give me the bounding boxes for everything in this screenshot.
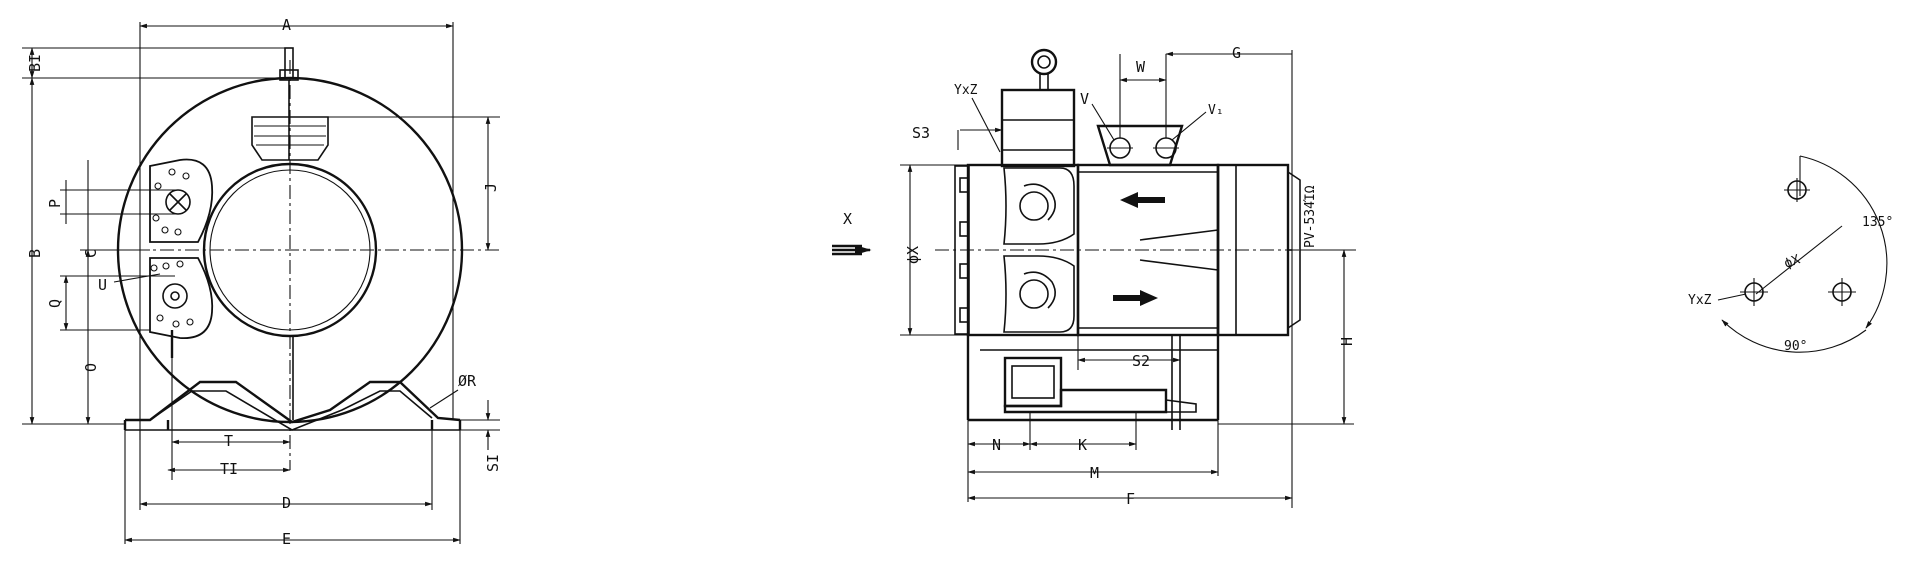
- dim-M: M: [1090, 464, 1099, 482]
- dim-Q: Q: [46, 299, 64, 308]
- side-view: X: [832, 44, 1360, 508]
- dim-YxZ-side: YxZ: [954, 83, 978, 98]
- dim-S1: SI: [484, 454, 502, 472]
- dim-B1: BI: [26, 54, 44, 72]
- terminal-plate: [149, 158, 214, 339]
- x-direction-arrow: X: [832, 210, 872, 256]
- dim-E: E: [282, 530, 291, 548]
- dim-G: G: [1232, 44, 1241, 62]
- front-view: A BI B C O P Q U J ØR: [22, 16, 502, 548]
- base-frame: [123, 380, 462, 431]
- junction-box: [1000, 48, 1076, 168]
- side-base: [966, 335, 1220, 430]
- angle-90: 90°: [1784, 339, 1807, 354]
- dim-P: P: [46, 199, 64, 208]
- dim-K: K: [1078, 436, 1087, 454]
- dim-S2: S2: [1132, 352, 1150, 370]
- model-number: PV-534ΊΩ: [1303, 185, 1318, 248]
- angle-135: 135°: [1862, 215, 1893, 230]
- dim-J: J: [482, 183, 500, 192]
- dim-V1: V₁: [1208, 103, 1224, 118]
- dim-D: D: [282, 494, 291, 512]
- dim-B: B: [26, 249, 44, 258]
- dim-O: O: [82, 363, 100, 372]
- dim-YxZ-flange: YxZ: [1688, 293, 1712, 308]
- dim-X-direction: X: [843, 210, 852, 228]
- dim-R: ØR: [458, 372, 477, 390]
- dim-phiX-side: ϕX: [904, 246, 922, 264]
- dim-F: F: [1126, 490, 1135, 508]
- dim-V: V: [1080, 90, 1089, 108]
- dim-C: C: [82, 249, 100, 258]
- dim-T: T: [224, 432, 233, 450]
- dim-W: W: [1136, 58, 1146, 76]
- dim-N: N: [992, 436, 1001, 454]
- dim-H: H: [1338, 337, 1356, 346]
- dim-U: U: [98, 276, 107, 294]
- flange-view: YxZ ϕX 135° 90°: [1688, 155, 1893, 354]
- top-bolt: [279, 47, 299, 81]
- dim-S3: S3: [912, 124, 930, 142]
- discharge-ports: [1096, 124, 1184, 167]
- dim-T1: TI: [220, 460, 238, 478]
- side-housing: [954, 163, 1301, 337]
- dim-A: A: [282, 16, 291, 34]
- dim-phiX-flange: ϕX: [1782, 252, 1802, 272]
